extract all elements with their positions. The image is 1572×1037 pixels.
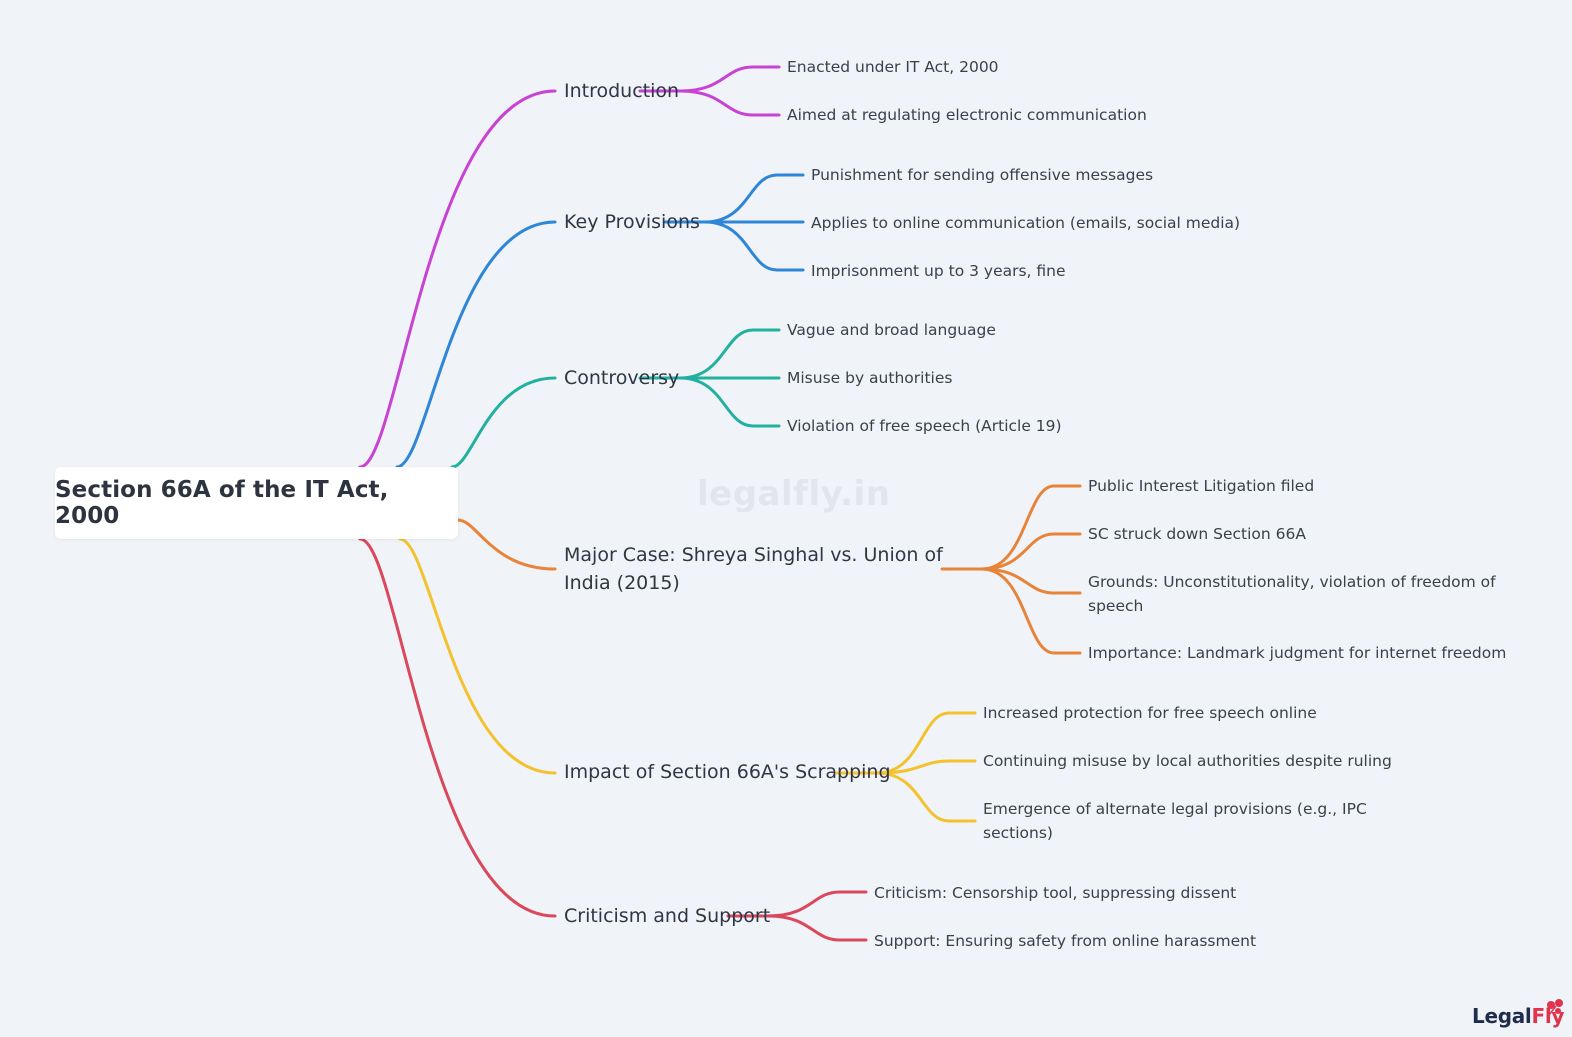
branch-leaf-link: [980, 567, 1082, 655]
leaf-impact-3: Emergence of alternate legal provisions …: [983, 800, 1367, 842]
leaf-case-2: SC struck down Section 66A: [1088, 525, 1306, 543]
root-branch-link: [358, 89, 557, 469]
leaf-criticism-2: Support: Ensuring safety from online har…: [874, 932, 1257, 950]
legalfly-logo: LegalFly: [1472, 1004, 1565, 1028]
branch-leaf-link: [875, 759, 977, 775]
leaf-provisions-1: Punishment for sending offensive message…: [811, 166, 1154, 184]
butterfly-icon: [1547, 999, 1563, 1016]
leaf-controversy-3: Violation of free speech (Article 19): [787, 417, 1062, 435]
leaf-intro-2: Aimed at regulating electronic communica…: [787, 106, 1147, 124]
branch-leaf-link: [678, 89, 781, 117]
branch-leaf-link: [980, 532, 1082, 571]
branch-major-case: Major Case: Shreya Singhal vs. Union of …: [564, 544, 943, 594]
leaf-impact-1: Increased protection for free speech onl…: [983, 704, 1317, 722]
branch-introduction: Introduction: [564, 80, 680, 102]
branch-impact: Impact of Section 66A's Scrapping: [564, 761, 891, 783]
branch-leaf-link: [875, 711, 977, 775]
leaf-controversy-2: Misuse by authorities: [787, 369, 953, 387]
leaf-provisions-3: Imprisonment up to 3 years, fine: [811, 262, 1066, 280]
branch-leaf-link: [678, 376, 781, 428]
watermark: legalfly.in: [697, 474, 891, 514]
branch-leaf-link: [703, 220, 805, 272]
leaf-impact-2: Continuing misuse by local authorities d…: [983, 752, 1392, 770]
leaf-controversy-1: Vague and broad language: [787, 321, 996, 339]
branch-leaf-link: [980, 567, 1082, 595]
branch-leaf-link: [980, 484, 1082, 571]
root-node: Section 66A of the IT Act, 2000: [55, 467, 458, 539]
leaf-case-4: Importance: Landmark judgment for intern…: [1088, 644, 1507, 662]
leaf-case-3: Grounds: Unconstitutionality, violation …: [1088, 573, 1496, 615]
branch-leaf-link: [766, 890, 868, 918]
branch-criticism-support: Criticism and Support: [564, 905, 771, 927]
leaf-case-1: Public Interest Litigation filed: [1088, 477, 1315, 495]
root-branch-link: [358, 537, 557, 918]
branch-leaf-link: [678, 328, 781, 380]
leaf-intro-1: Enacted under IT Act, 2000: [787, 58, 999, 76]
root-branch-link: [398, 537, 557, 775]
branch-leaf-link: [703, 173, 805, 224]
branch-leaf-link: [766, 914, 868, 942]
root-branch-link: [450, 376, 557, 469]
branch-key-provisions: Key Provisions: [564, 211, 700, 233]
leaf-criticism-1: Criticism: Censorship tool, suppressing …: [874, 884, 1237, 902]
branch-leaf-link: [875, 771, 977, 823]
branch-controversy: Controversy: [564, 367, 680, 389]
root-branch-link: [395, 220, 557, 469]
branch-leaf-link: [678, 65, 781, 93]
leaf-provisions-2: Applies to online communication (emails,…: [811, 214, 1241, 232]
root-branch-link: [456, 518, 557, 571]
